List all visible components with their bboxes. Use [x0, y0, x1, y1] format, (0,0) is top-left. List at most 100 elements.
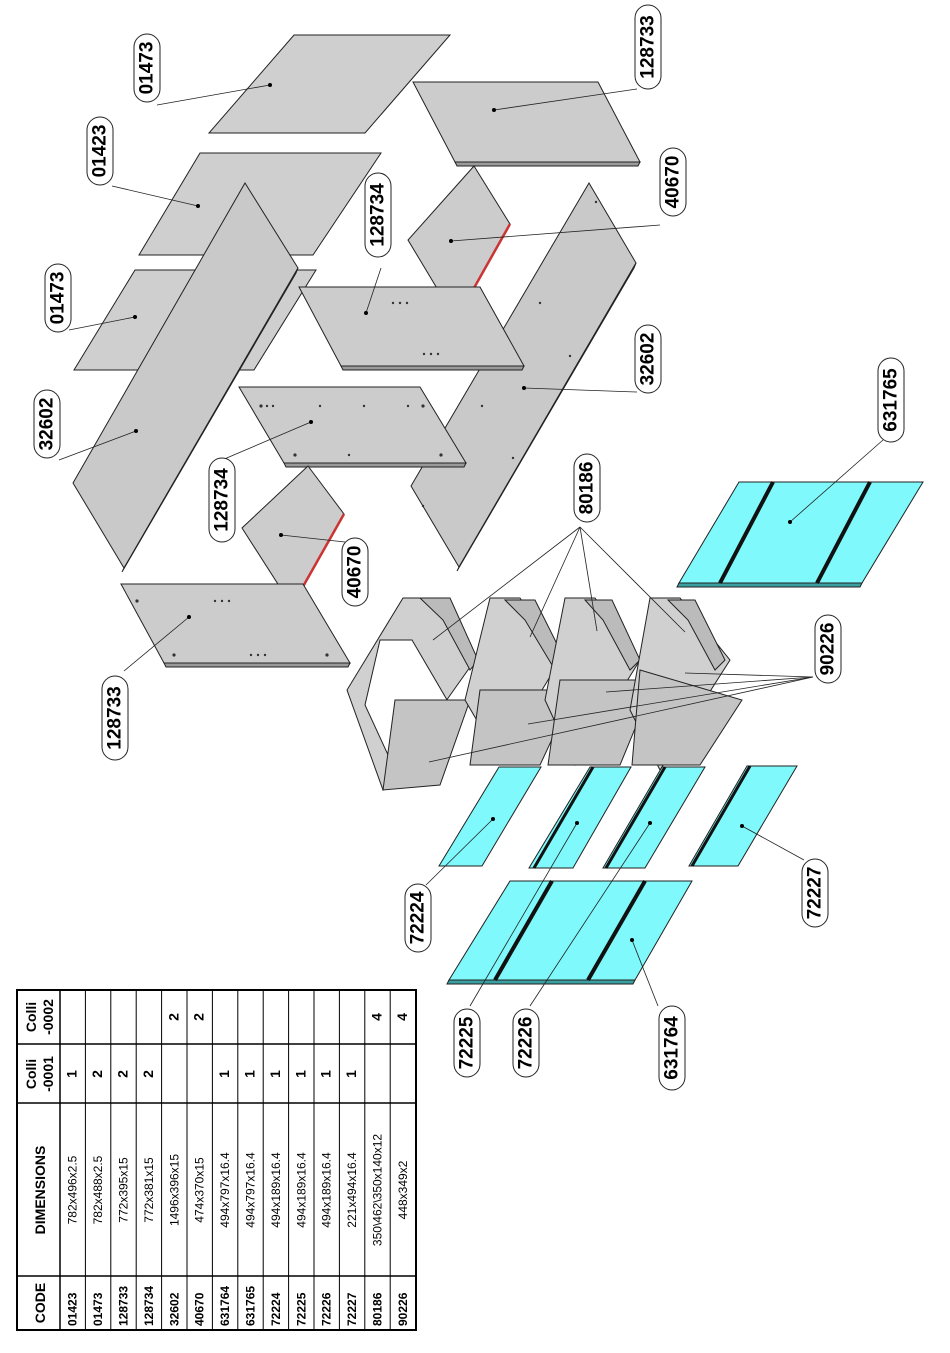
callout-01423: 01423 — [86, 116, 114, 186]
svg-text:90226: 90226 — [818, 623, 839, 676]
cell-colli2: 2 — [165, 1013, 181, 1021]
cell-colli2: 2 — [191, 1013, 207, 1021]
cell-colli1: 2 — [140, 1070, 156, 1078]
front-72226 — [602, 766, 706, 869]
cell-colli1: 2 — [115, 1070, 131, 1078]
leader-dots — [133, 83, 792, 942]
table-row: 128734 772x381x15 2 — [140, 1070, 156, 1326]
front-72224 — [438, 766, 542, 867]
callout-80186: 80186 — [573, 453, 601, 523]
svg-text:40670: 40670 — [663, 156, 684, 209]
cell-colli2: 4 — [369, 1013, 385, 1021]
header-colli1-sub: -0001 — [40, 1056, 56, 1092]
callout-32602-left: 32602 — [33, 389, 61, 459]
svg-text:32602: 32602 — [37, 398, 58, 451]
cell-dimensions: 350\462\350x140x12 — [371, 1134, 385, 1246]
cell-code: 72225 — [294, 1292, 308, 1326]
svg-text:128734: 128734 — [212, 468, 233, 532]
header-colli2: Colli — [23, 1002, 39, 1032]
svg-text:32602: 32602 — [638, 333, 659, 386]
cell-code: 80186 — [371, 1292, 385, 1326]
callout-631765: 631765 — [877, 357, 905, 443]
table-row: 40670 474x370x15 2 — [191, 1013, 207, 1326]
table-row-lines — [84, 990, 391, 1330]
front-72227 — [688, 765, 798, 867]
callout-72225: 72225 — [453, 1008, 481, 1078]
panel-01423 — [138, 152, 382, 256]
panel-128733-bottom — [120, 583, 351, 664]
svg-text:01473: 01473 — [137, 42, 158, 95]
callout-40670-top: 40670 — [659, 147, 687, 217]
cell-code: 32602 — [167, 1292, 181, 1326]
callout-32602-right: 32602 — [634, 324, 662, 394]
callout-90226: 90226 — [814, 614, 842, 684]
cell-code: 631765 — [244, 1286, 258, 1326]
callout-128734-top: 128734 — [364, 172, 392, 258]
cell-dimensions: 772x381x15 — [142, 1157, 156, 1223]
cell-colli2: 4 — [394, 1013, 410, 1021]
cell-dimensions: 221x494x16.4 — [345, 1152, 359, 1228]
cell-code: 90226 — [396, 1292, 410, 1326]
cell-code: 01473 — [91, 1292, 105, 1326]
svg-text:80186: 80186 — [577, 462, 598, 515]
callout-01473-left: 01473 — [44, 263, 72, 333]
panel-128734-mid — [238, 386, 467, 464]
callout-128734-mid: 128734 — [208, 457, 236, 543]
callout-631764: 631764 — [658, 1005, 686, 1091]
callout-72226: 72226 — [512, 1008, 540, 1078]
cell-code: 128734 — [142, 1286, 156, 1326]
cell-code: 631764 — [218, 1286, 232, 1326]
callout-40670-mid: 40670 — [341, 537, 369, 607]
svg-text:40670: 40670 — [345, 546, 366, 599]
svg-text:72225: 72225 — [457, 1016, 478, 1069]
callout-72224: 72224 — [404, 883, 432, 953]
front-631765 — [678, 481, 924, 584]
front-72225 — [528, 766, 632, 869]
cell-colli1: 1 — [216, 1070, 232, 1078]
cell-dimensions: 782x488x2.5 — [91, 1155, 105, 1224]
cell-code: 128733 — [117, 1286, 131, 1326]
svg-text:128733: 128733 — [638, 15, 659, 78]
front-631764 — [448, 880, 693, 981]
svg-text:631765: 631765 — [881, 368, 902, 432]
cell-code: 72226 — [320, 1292, 334, 1326]
panel-128734-top — [298, 286, 525, 367]
callout-128733-top: 128733 — [634, 4, 662, 90]
table-row: 80186 350\462\350x140x12 4 — [369, 1013, 385, 1326]
cell-code: 40670 — [193, 1292, 207, 1326]
svg-text:72226: 72226 — [516, 1017, 537, 1070]
cell-dimensions: 494x797x16.4 — [244, 1152, 258, 1228]
cell-dimensions: 448x349x2 — [396, 1160, 410, 1219]
svg-text:631764: 631764 — [662, 1016, 683, 1080]
callout-128733-bottom: 128733 — [101, 675, 129, 761]
svg-text:128734: 128734 — [368, 183, 389, 247]
cell-dimensions: 474x370x15 — [193, 1157, 207, 1223]
cell-colli1: 1 — [292, 1070, 308, 1078]
cell-dimensions: 494x189x16.4 — [269, 1152, 283, 1228]
table-row: 631765 494x797x16.4 1 — [242, 1070, 258, 1326]
leader-lines — [58, 84, 884, 1007]
callout-01473-top: 01473 — [133, 33, 161, 103]
table-row: 72225 494x189x16.4 1 — [292, 1070, 308, 1326]
panel-holes — [135, 200, 598, 657]
callouts: 01473 128733 01423 40670 128734 01473 32… — [33, 4, 905, 1091]
cell-code: 72224 — [269, 1292, 283, 1326]
svg-text:01473: 01473 — [48, 272, 69, 325]
panel-128733-top — [412, 81, 641, 163]
cell-colli1: 1 — [318, 1070, 334, 1078]
cell-dimensions: 1496x396x15 — [167, 1154, 181, 1226]
header-code: CODE — [32, 1283, 48, 1323]
wooden-panels — [72, 34, 641, 668]
table-row: 90226 448x349x2 4 — [394, 1013, 410, 1326]
table-body: 01423782x496x2.5101473782x488x2.52128733… — [64, 1013, 410, 1326]
cell-colli1: 1 — [242, 1070, 258, 1078]
parts-table: CODE DIMENSIONS Colli -0001 Colli -0002 … — [16, 989, 417, 1331]
svg-text:72227: 72227 — [805, 867, 826, 920]
cell-dimensions: 494x189x16.4 — [294, 1152, 308, 1228]
cell-code: 72227 — [345, 1292, 359, 1326]
